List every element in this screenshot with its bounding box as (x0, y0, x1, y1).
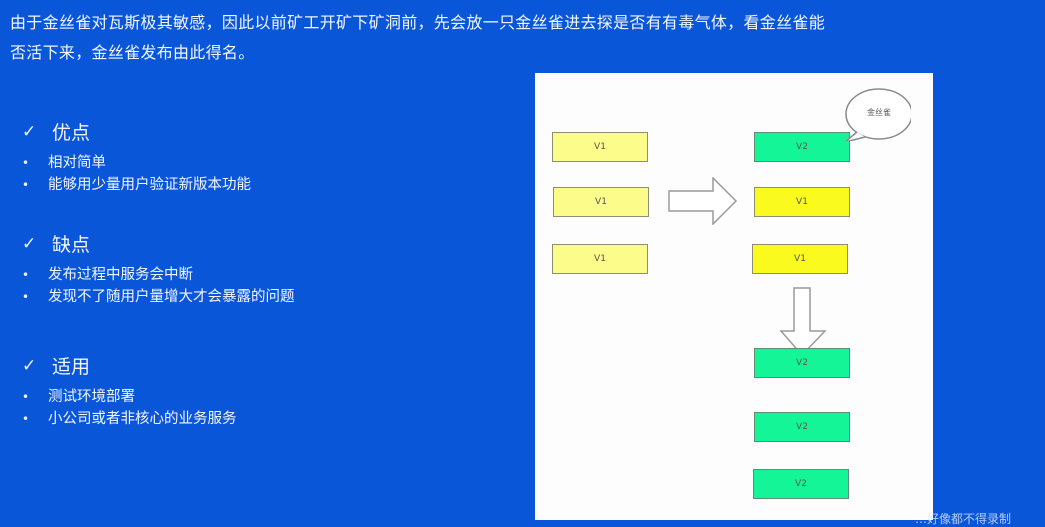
bubble-label: 金丝雀 (867, 108, 891, 117)
v2-instance-box: V2 (754, 412, 850, 442)
section-pros-heading: ✓ 优点 (22, 118, 90, 145)
bullet-icon: • (22, 412, 30, 426)
v1-instance-box: V1 (553, 187, 649, 217)
bullet-icon: • (22, 290, 30, 304)
checkmark-icon: ✓ (22, 355, 37, 376)
bullet-icon: • (22, 156, 30, 170)
intro-line-1: 由于金丝雀对瓦斯极其敏感，因此以前矿工开矿下矿洞前，先会放一只金丝雀进去探是否有… (10, 13, 826, 32)
bullet-icon: • (22, 268, 30, 282)
list-item: •相对简单 (22, 152, 251, 174)
bullet-icon: • (22, 390, 30, 404)
pros-list: •相对简单 •能够用少量用户验证新版本功能 (22, 152, 251, 196)
list-item: •测试环境部署 (22, 386, 237, 408)
section-title: 适用 (52, 356, 91, 378)
intro-paragraph: 由于金丝雀对瓦斯极其敏感，因此以前矿工开矿下矿洞前，先会放一只金丝雀进去探是否有… (10, 8, 1040, 68)
list-item: •发布过程中服务会中断 (22, 264, 295, 286)
list-item: •能够用少量用户验证新版本功能 (22, 174, 251, 196)
v1-instance-box: V1 (552, 244, 648, 274)
v1-instance-box: V1 (754, 187, 850, 217)
speech-bubble-icon (845, 88, 911, 141)
arrow-right-icon (668, 177, 738, 225)
use-cases-list: •测试环境部署 •小公司或者非核心的业务服务 (22, 386, 237, 430)
v2-instance-box: V2 (754, 348, 850, 378)
checkmark-icon: ✓ (22, 121, 37, 142)
canary-diagram: V1 V1 V1 V2 V1 V1 金丝雀 V2 V2 V2 (535, 73, 933, 520)
v1-instance-box: V1 (752, 244, 848, 274)
section-title: 缺点 (52, 234, 91, 256)
checkmark-icon: ✓ (22, 233, 37, 254)
watermark-text: …好像都不得录制 (915, 512, 1012, 526)
section-cons-heading: ✓ 缺点 (22, 230, 90, 257)
list-item: •小公司或者非核心的业务服务 (22, 408, 237, 430)
arrow-down-icon (780, 287, 827, 357)
v2-canary-box: V2 (754, 132, 850, 162)
v2-instance-box: V2 (753, 469, 849, 499)
bullet-icon: • (22, 178, 30, 192)
list-item: •发现不了随用户量增大才会暴露的问题 (22, 286, 295, 308)
cons-list: •发布过程中服务会中断 •发现不了随用户量增大才会暴露的问题 (22, 264, 295, 308)
intro-line-2: 否活下来，金丝雀发布由此得名。 (10, 43, 255, 62)
section-title: 优点 (52, 122, 91, 144)
v1-instance-box: V1 (552, 132, 648, 162)
section-use-cases-heading: ✓ 适用 (22, 352, 90, 379)
